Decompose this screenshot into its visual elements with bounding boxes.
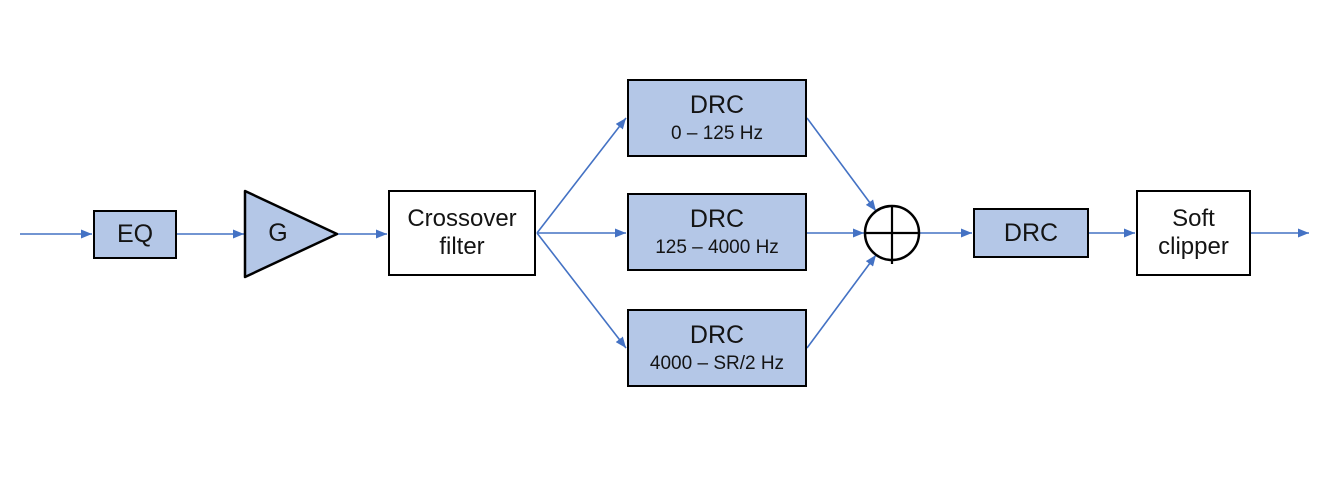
eq-block: EQ: [93, 210, 177, 259]
drc-low-sublabel: 0 – 125 Hz: [671, 122, 763, 144]
soft-clipper-label-line1: Soft: [1172, 205, 1215, 233]
edge-crossover-to-drc-high: [536, 232, 627, 349]
drc-mid-band-block: DRC 125 – 4000 Hz: [627, 193, 807, 271]
soft-clipper-label-line2: clipper: [1158, 233, 1229, 260]
drc-mid-label: DRC: [689, 205, 745, 234]
sum-node: [863, 204, 921, 264]
drc-low-label: DRC: [689, 91, 745, 120]
drc-low-band-block: DRC 0 – 125 Hz: [627, 79, 807, 157]
crossover-label-line2: filter: [439, 233, 485, 260]
drc-high-label: DRC: [689, 321, 745, 350]
edge-crossover-to-drc-low: [536, 117, 627, 234]
soft-clipper-block: Soft clipper: [1136, 190, 1251, 276]
edge-drc-low-to-sum: [806, 117, 877, 212]
eq-label: EQ: [116, 220, 154, 249]
crossover-filter-block: Crossover filter: [388, 190, 536, 276]
drc-high-band-block: DRC 4000 – SR/2 Hz: [627, 309, 807, 387]
drc-post-block: DRC: [973, 208, 1089, 258]
gain-label: G: [268, 219, 288, 247]
drc-high-sublabel: 4000 – SR/2 Hz: [649, 352, 785, 374]
drc-post-label: DRC: [1003, 218, 1059, 247]
crossover-label-line1: Crossover: [407, 205, 517, 233]
drc-mid-sublabel: 125 – 4000 Hz: [655, 236, 779, 258]
edge-drc-high-to-sum: [806, 254, 877, 349]
gain-triangle-shape: [243, 189, 339, 279]
